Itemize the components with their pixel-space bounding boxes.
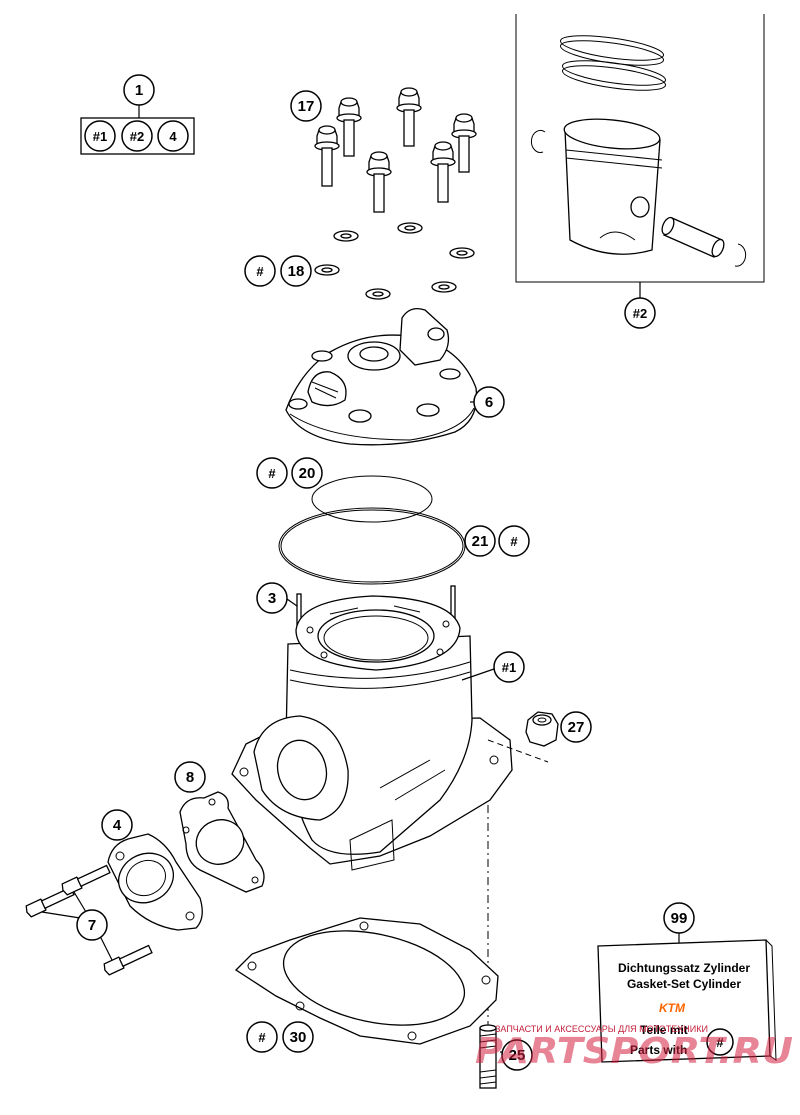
watermark-small-text: ЗАПЧАСТИ И АКСЕССУАРЫ ДЛЯ МОТОТЕХНИКИ bbox=[495, 1024, 708, 1034]
callout-27-label: 27 bbox=[568, 719, 585, 736]
callout-18-hash: # bbox=[256, 264, 264, 279]
callout-1-sub-1: #1 bbox=[93, 129, 107, 144]
callout-17[interactable]: 17 bbox=[290, 90, 322, 122]
nut-icon[interactable] bbox=[525, 711, 559, 747]
gasket-set-box[interactable]: Dichtungssatz Zylinder Gasket-Set Cylind… bbox=[597, 939, 777, 1063]
callout-8-label: 8 bbox=[186, 769, 194, 786]
callout-25-label: 25 bbox=[509, 1047, 526, 1064]
piston-rings[interactable] bbox=[559, 31, 667, 95]
bolt-icon[interactable] bbox=[314, 87, 477, 213]
callout-30-label: 30 bbox=[290, 1029, 307, 1046]
piston-kit-frame bbox=[515, 14, 765, 298]
callout-7[interactable]: 7 bbox=[41, 891, 113, 961]
intake-flange[interactable] bbox=[107, 833, 203, 931]
gasket-box-hash: # bbox=[716, 1035, 724, 1050]
watermark: ЗАПЧАСТИ И АКСЕССУАРЫ ДЛЯ МОТОТЕХНИКИ PA… bbox=[475, 1024, 793, 1072]
callout-1-cylinder[interactable]: #1 bbox=[461, 651, 525, 683]
cylinder-icon[interactable] bbox=[231, 595, 513, 871]
ktm-logo: KTM bbox=[659, 1001, 686, 1015]
callout-7-label: 7 bbox=[88, 917, 96, 934]
callout-1-cylinder-label: #1 bbox=[502, 660, 516, 675]
gasket-box-line-1: Dichtungssatz Zylinder bbox=[618, 961, 750, 975]
callout-4[interactable]: 4 bbox=[101, 809, 133, 841]
callout-20-hash: # bbox=[268, 466, 276, 481]
callout-27[interactable]: 27 bbox=[560, 711, 592, 743]
callout-6-label: 6 bbox=[485, 394, 493, 411]
circlip-left[interactable] bbox=[530, 129, 546, 153]
intake-gasket[interactable] bbox=[179, 791, 265, 893]
callout-18-label: 18 bbox=[288, 263, 305, 280]
callout-18[interactable]: # 18 bbox=[244, 255, 312, 287]
callout-1[interactable]: 1 #1 #2 4 bbox=[80, 74, 195, 155]
washer-icon[interactable] bbox=[314, 222, 475, 300]
stud-icon[interactable] bbox=[479, 1024, 497, 1089]
callout-30-hash: # bbox=[258, 1030, 266, 1045]
cylinder-head[interactable] bbox=[285, 307, 478, 446]
callout-20-label: 20 bbox=[299, 465, 316, 482]
callout-21-hash: # bbox=[510, 534, 518, 549]
gasket-box-line-3: Teile mit bbox=[640, 1023, 688, 1037]
callout-20[interactable]: # 20 bbox=[256, 457, 323, 489]
callout-17-label: 17 bbox=[298, 98, 315, 115]
callout-3-label: 3 bbox=[268, 590, 276, 607]
callout-21-label: 21 bbox=[472, 533, 489, 550]
callout-1-sub-2: #2 bbox=[130, 129, 144, 144]
callout-30[interactable]: # 30 bbox=[246, 1021, 314, 1053]
callout-8[interactable]: 8 bbox=[174, 761, 206, 793]
gasket-box-line-2: Gasket-Set Cylinder bbox=[627, 977, 741, 991]
base-gasket[interactable] bbox=[234, 916, 499, 1045]
circlip-right[interactable] bbox=[734, 243, 747, 267]
callout-99[interactable]: 99 bbox=[663, 902, 695, 946]
callout-2-label: #2 bbox=[633, 306, 647, 321]
piston-icon[interactable] bbox=[563, 115, 663, 255]
callout-6[interactable]: 6 bbox=[470, 386, 505, 418]
piston-pin[interactable] bbox=[660, 216, 726, 259]
callout-2[interactable]: #2 bbox=[624, 297, 656, 329]
callout-25[interactable]: 25 bbox=[500, 1039, 533, 1071]
callout-3[interactable]: 3 bbox=[256, 582, 298, 614]
callout-4-label: 4 bbox=[113, 817, 122, 834]
watermark-logo-text: PARTSPORT.RU bbox=[475, 1031, 793, 1072]
gasket-box-line-4: Parts with bbox=[630, 1043, 687, 1057]
flange-bolts[interactable] bbox=[24, 864, 153, 976]
callout-1-label: 1 bbox=[135, 82, 143, 99]
gasket-icon[interactable] bbox=[278, 475, 466, 585]
callout-21[interactable]: 21 # bbox=[464, 525, 530, 557]
callout-1-sub-4: 4 bbox=[169, 129, 177, 144]
callout-99-label: 99 bbox=[671, 910, 688, 927]
